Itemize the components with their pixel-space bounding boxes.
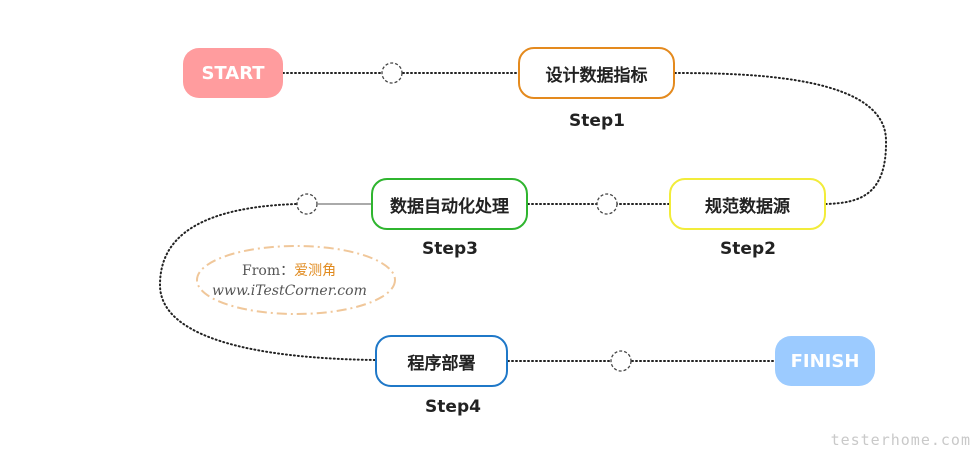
stamp-url: www.iTestCorner.com: [212, 283, 367, 299]
step4-box-program-deployment: 程序部署: [375, 335, 508, 387]
junction-circle: [596, 193, 618, 215]
stamp-brand: 爱测角: [294, 263, 337, 279]
junction-circle: [610, 350, 632, 372]
start-node: START: [183, 48, 283, 98]
junction-circle: [381, 62, 403, 84]
connector-loop-step4: [158, 203, 376, 361]
step1-label: Step1: [569, 111, 625, 131]
watermark: testerhome.com: [830, 431, 971, 449]
junction-circle: [296, 193, 318, 215]
connector-step1-step2: [674, 72, 888, 205]
source-stamp-outline: [196, 245, 396, 315]
step3-box-data-automation: 数据自动化处理: [371, 178, 528, 230]
step4-label: Step4: [425, 397, 481, 417]
step2-label: Step2: [720, 239, 776, 259]
stamp-from-label: From：: [242, 263, 295, 279]
step3-label: Step3: [422, 239, 478, 259]
step1-box-design-data-metrics: 设计数据指标: [518, 47, 675, 99]
step2-box-standardize-data-source: 规范数据源: [669, 178, 826, 230]
stamp-from: From：爱测角: [242, 260, 336, 280]
finish-node: FINISH: [775, 336, 875, 386]
